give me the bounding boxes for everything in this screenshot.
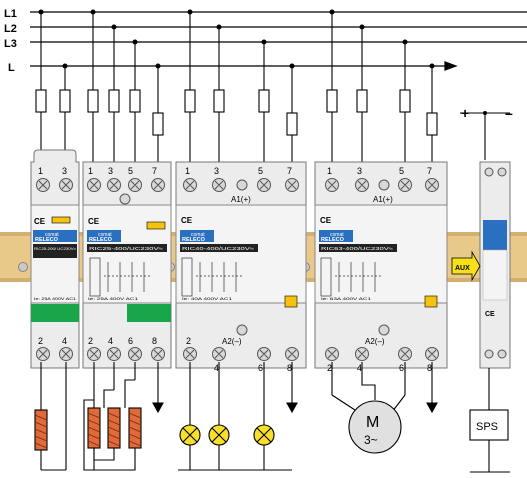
contactor-module-2: 1 3 5 7 CE comat RELECO RIC25-400/UC230V… bbox=[82, 161, 172, 369]
bus-label-l2: L2 bbox=[4, 23, 17, 35]
m1-ce-mark: CE bbox=[34, 217, 46, 226]
m3-terminal-6: 6 bbox=[258, 363, 263, 373]
m1-rating: Ie: 25A 400V AC1 bbox=[34, 297, 76, 301]
m3-a1-label: A1(+) bbox=[231, 195, 251, 204]
m1-brand-top: comat bbox=[45, 232, 59, 238]
neutral-arrows bbox=[152, 362, 438, 414]
aux-ce-mark: CE bbox=[485, 311, 495, 318]
bus-label-l1: L1 bbox=[4, 8, 17, 20]
m2-terminal-4: 4 bbox=[108, 336, 113, 346]
m4-ce-mark: CE bbox=[320, 216, 332, 225]
m4-terminal-1: 1 bbox=[327, 166, 332, 176]
aux-label: AUX bbox=[455, 265, 470, 272]
m2-terminal-1: 1 bbox=[88, 166, 93, 176]
m3-terminal-5: 5 bbox=[258, 166, 263, 176]
m4-screw-a2[interactable] bbox=[378, 324, 390, 336]
m2-ce-mark: CE bbox=[88, 217, 100, 226]
m3-terminal-1: 1 bbox=[185, 166, 190, 176]
m3-screw-a1[interactable] bbox=[236, 179, 248, 191]
m2-terminal-7: 7 bbox=[152, 166, 157, 176]
motor-label: M bbox=[366, 414, 379, 431]
m3-screw-a2[interactable] bbox=[236, 324, 248, 336]
m2-terminal-5: 5 bbox=[128, 166, 133, 176]
m2-screw-aux[interactable] bbox=[119, 193, 131, 205]
m4-a2-label: A2(–) bbox=[365, 337, 385, 346]
m2-brand-top: comat bbox=[98, 232, 112, 238]
m4-rating: Ie: 63A 400V AC1 bbox=[321, 296, 372, 301]
supply-minus: – bbox=[505, 105, 513, 121]
m4-terminal-4: 4 bbox=[357, 363, 362, 373]
bus-label-l3: L3 bbox=[4, 38, 17, 50]
m4-screw-a1[interactable] bbox=[378, 179, 390, 191]
aux-arrow bbox=[451, 250, 481, 282]
motor-phase-label: 3~ bbox=[364, 433, 378, 447]
m4-terminal-2: 2 bbox=[327, 363, 332, 373]
aux-screw-bottom-1[interactable] bbox=[484, 349, 494, 359]
supply-drops bbox=[38, 9, 435, 113]
m3-terminal-8: 8 bbox=[287, 363, 292, 373]
m3-model: RIC40-400/UC230V≈ bbox=[182, 246, 255, 251]
m2-model: RIC25-400/UC230V≈ bbox=[89, 246, 164, 251]
contactor-module-3: 1 3 5 7 A1(+) CE comat RELECO RIC40-400/… bbox=[175, 161, 307, 373]
m1-terminal-3: 3 bbox=[62, 166, 67, 176]
m3-ce-mark: CE bbox=[181, 216, 193, 225]
m4-terminal-6: 6 bbox=[399, 363, 404, 373]
m4-brand-top: comat bbox=[330, 232, 344, 238]
m3-terminal-3: 3 bbox=[214, 166, 219, 176]
bus-lines bbox=[30, 11, 527, 71]
m3-a2-label: A2(–) bbox=[222, 337, 242, 346]
m2-rating: Ie: 25A 400V AC1 bbox=[88, 296, 139, 301]
heating-elements bbox=[34, 362, 142, 471]
m4-indicator bbox=[424, 295, 438, 308]
m4-terminal-3: 3 bbox=[357, 166, 362, 176]
m4-terminal-8: 8 bbox=[427, 363, 432, 373]
m1-model: RIC25-200/ UC230V≈ bbox=[34, 247, 76, 251]
contactor-module-4: 1 3 5 7 A1(+) CE comat RELECO RIC63-400/… bbox=[314, 161, 448, 373]
m3-rating: Ie: 40A 400V AC1 bbox=[182, 296, 233, 301]
m1-terminal-2: 2 bbox=[38, 336, 43, 346]
sps-box-label: SPS bbox=[476, 421, 498, 433]
m2-terminal-6: 6 bbox=[128, 336, 133, 346]
m2-terminal-3: 3 bbox=[108, 166, 113, 176]
m3-brand-top: comat bbox=[191, 232, 205, 238]
m3-brand-bottom: RELECO bbox=[182, 237, 206, 243]
m2-brand-bottom: RELECO bbox=[89, 237, 113, 243]
m4-a1-label: A1(+) bbox=[373, 195, 393, 204]
lamps bbox=[178, 362, 292, 471]
m2-indicator bbox=[146, 221, 166, 230]
m1-brand-bottom: RELECO bbox=[35, 237, 59, 243]
m3-terminal-7: 7 bbox=[287, 166, 292, 176]
m4-terminal-7: 7 bbox=[427, 166, 432, 176]
contactor-module-1: 1 3 CE comat RELECO RIC25-200/ UC230V≈ I… bbox=[30, 149, 80, 369]
aux-screw-top-2[interactable] bbox=[497, 167, 507, 177]
supply-plus: + bbox=[461, 105, 469, 121]
aux-screw-top-1[interactable] bbox=[484, 167, 494, 177]
aux-screw-bottom-2[interactable] bbox=[497, 349, 507, 359]
m1-terminal-1: 1 bbox=[38, 166, 43, 176]
bus-label-l: L bbox=[8, 62, 15, 74]
m3-terminal-4: 4 bbox=[214, 363, 219, 373]
m4-model: RIC63-400/UC230V≈ bbox=[321, 246, 394, 251]
m3-indicator bbox=[284, 295, 298, 308]
motor: M 3~ bbox=[331, 362, 406, 454]
m2-terminal-8: 8 bbox=[152, 336, 157, 346]
m4-brand-bottom: RELECO bbox=[321, 237, 345, 243]
m4-terminal-5: 5 bbox=[399, 166, 404, 176]
m2-terminal-2: 2 bbox=[88, 336, 93, 346]
m3-terminal-2: 2 bbox=[186, 336, 191, 346]
m1-indicator bbox=[51, 216, 71, 224]
fuses bbox=[35, 89, 438, 136]
aux-relay-module: + – CE AUX SPS bbox=[451, 105, 513, 473]
motor-icon bbox=[348, 400, 402, 454]
m1-terminal-4: 4 bbox=[62, 336, 67, 346]
